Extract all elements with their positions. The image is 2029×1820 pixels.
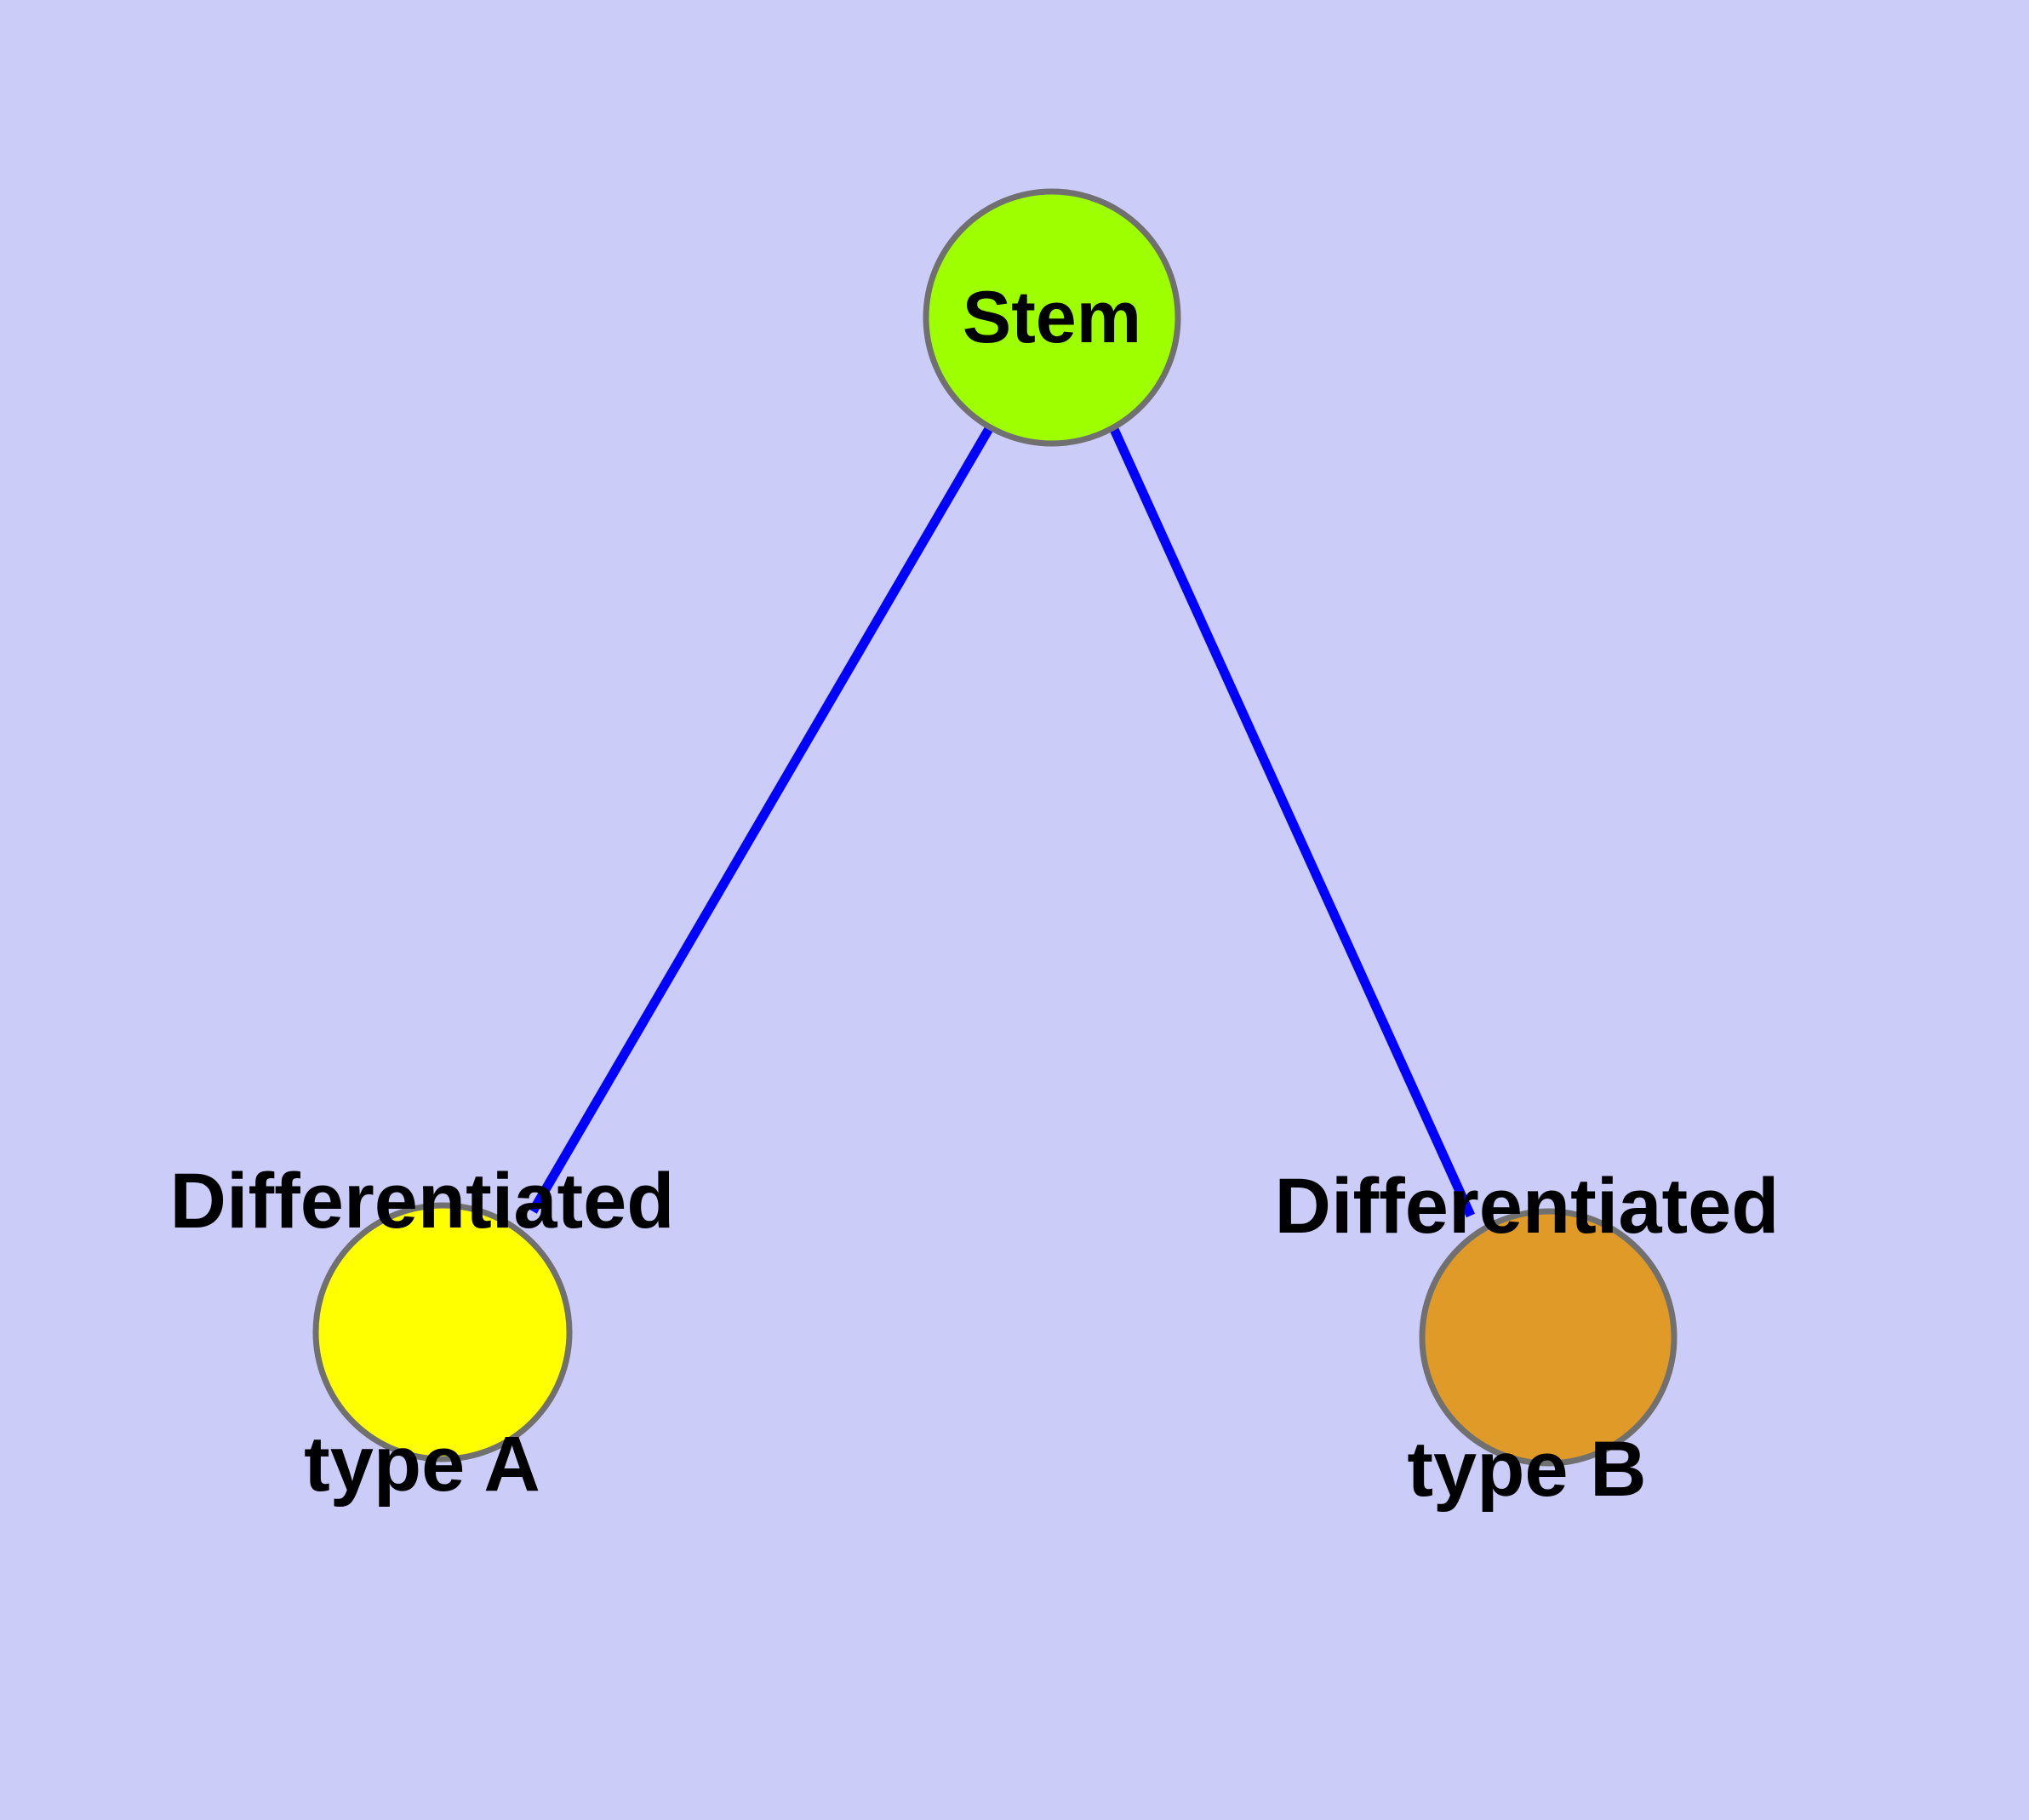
edge-stem-to-differentiated-type-a[interactable] <box>529 425 994 1214</box>
edge-stem-to-differentiated-type-b[interactable] <box>1108 425 1476 1218</box>
node-differentiated-type-a[interactable] <box>312 1202 573 1462</box>
node-stem[interactable] <box>923 188 1181 447</box>
node-differentiated-type-b[interactable] <box>1419 1208 1677 1467</box>
node-layer <box>312 188 1677 1467</box>
edge-layer <box>529 425 1476 1218</box>
